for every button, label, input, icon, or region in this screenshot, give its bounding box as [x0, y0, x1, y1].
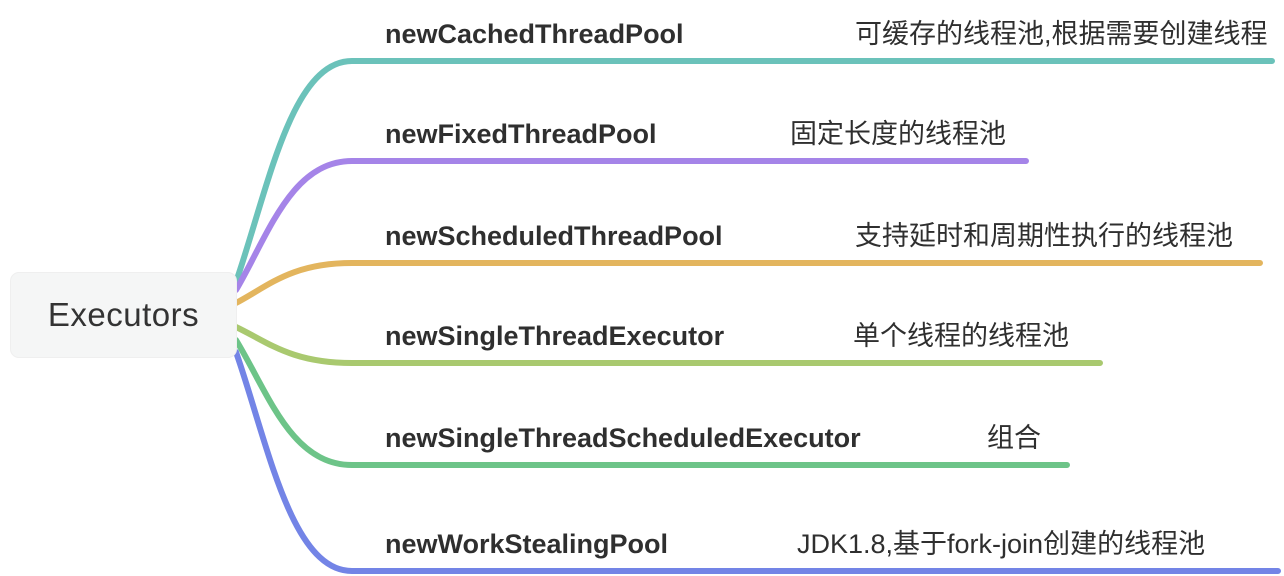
branch-curve-0	[233, 58, 1275, 285]
branch-curve-1	[233, 158, 1029, 293]
branch-node-newFixedThreadPool[interactable]: newFixedThreadPool	[385, 119, 657, 149]
branch-description-node[interactable]: 可缓存的线程池,根据需要创建线程	[855, 19, 1268, 49]
root-node-label: Executors	[47, 296, 200, 333]
branch-description-node[interactable]: 组合	[987, 423, 1041, 453]
branch-node-newCachedThreadPool[interactable]: newCachedThreadPool	[385, 19, 684, 49]
branch-description-node[interactable]: 固定长度的线程池	[790, 119, 1006, 149]
branch-curve-2	[233, 260, 1263, 306]
branch-node-newScheduledThreadPool[interactable]: newScheduledThreadPool	[385, 221, 723, 251]
branch-curve-5	[233, 349, 1281, 574]
branch-description-node[interactable]: 支持延时和周期性执行的线程池	[855, 221, 1233, 251]
branch-curve-3	[233, 324, 1103, 366]
branch-description-node[interactable]: 单个线程的线程池	[853, 321, 1069, 351]
branch-curve-4	[233, 337, 1070, 468]
branch-node-newWorkStealingPool[interactable]: newWorkStealingPool	[385, 529, 669, 559]
root-node-executors[interactable]: Executors	[10, 272, 237, 358]
branch-node-newSingleThreadExecutor[interactable]: newSingleThreadExecutor	[385, 321, 725, 351]
branch-node-newSingleThreadScheduledExecutor[interactable]: newSingleThreadScheduledExecutor	[385, 423, 861, 453]
branch-description-node[interactable]: JDK1.8,基于fork-join创建的线程池	[797, 529, 1206, 559]
